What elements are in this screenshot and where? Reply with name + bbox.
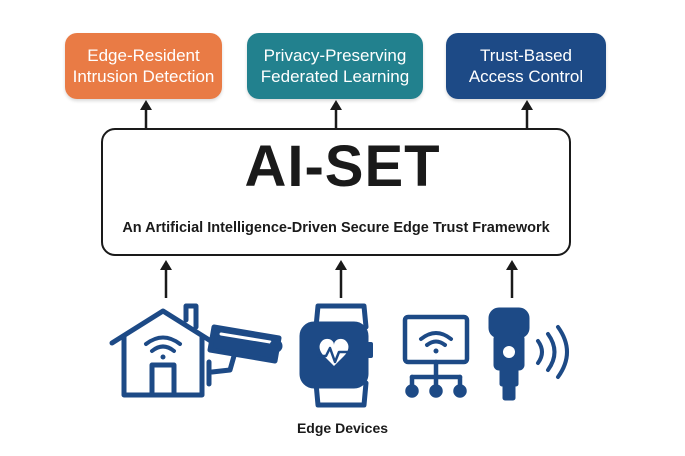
framework-subtitle: An Artificial Intelligence-Driven Secure… xyxy=(122,220,550,236)
federated-learning-line2: Federated Learning xyxy=(260,67,410,86)
arrowhead-from-watch xyxy=(335,260,347,270)
smart-home-icon xyxy=(109,303,217,398)
intrusion-detection-box: Edge-Resident Intrusion Detection xyxy=(65,33,222,99)
framework-title: AI-SET xyxy=(244,134,441,199)
arrowhead-access-control xyxy=(521,100,533,110)
wireless-sensor-icon xyxy=(488,307,569,401)
access-control-line1: Trust-Based xyxy=(480,46,572,65)
arrows-up-to-capabilities xyxy=(140,100,533,128)
arrowhead-from-home xyxy=(160,260,172,270)
sensor-network-icon xyxy=(402,314,470,398)
edge-devices-caption: Edge Devices xyxy=(296,420,389,436)
intrusion-detection-line1: Edge-Resident xyxy=(87,46,200,65)
arrows-up-from-devices xyxy=(160,260,518,298)
arrowhead-federated-learning xyxy=(330,100,342,110)
federated-learning-line1: Privacy-Preserving xyxy=(263,46,407,65)
access-control-box: Trust-Based Access Control xyxy=(446,33,606,99)
federated-learning-box: Privacy-Preserving Federated Learning xyxy=(247,33,423,99)
security-camera-icon xyxy=(206,324,283,387)
arrowhead-from-sensors xyxy=(506,260,518,270)
smartwatch-icon xyxy=(299,303,373,408)
framework-box xyxy=(101,128,571,256)
arrowhead-intrusion-detection xyxy=(140,100,152,110)
intrusion-detection-line2: Intrusion Detection xyxy=(72,67,215,86)
access-control-line2: Access Control xyxy=(468,67,584,86)
